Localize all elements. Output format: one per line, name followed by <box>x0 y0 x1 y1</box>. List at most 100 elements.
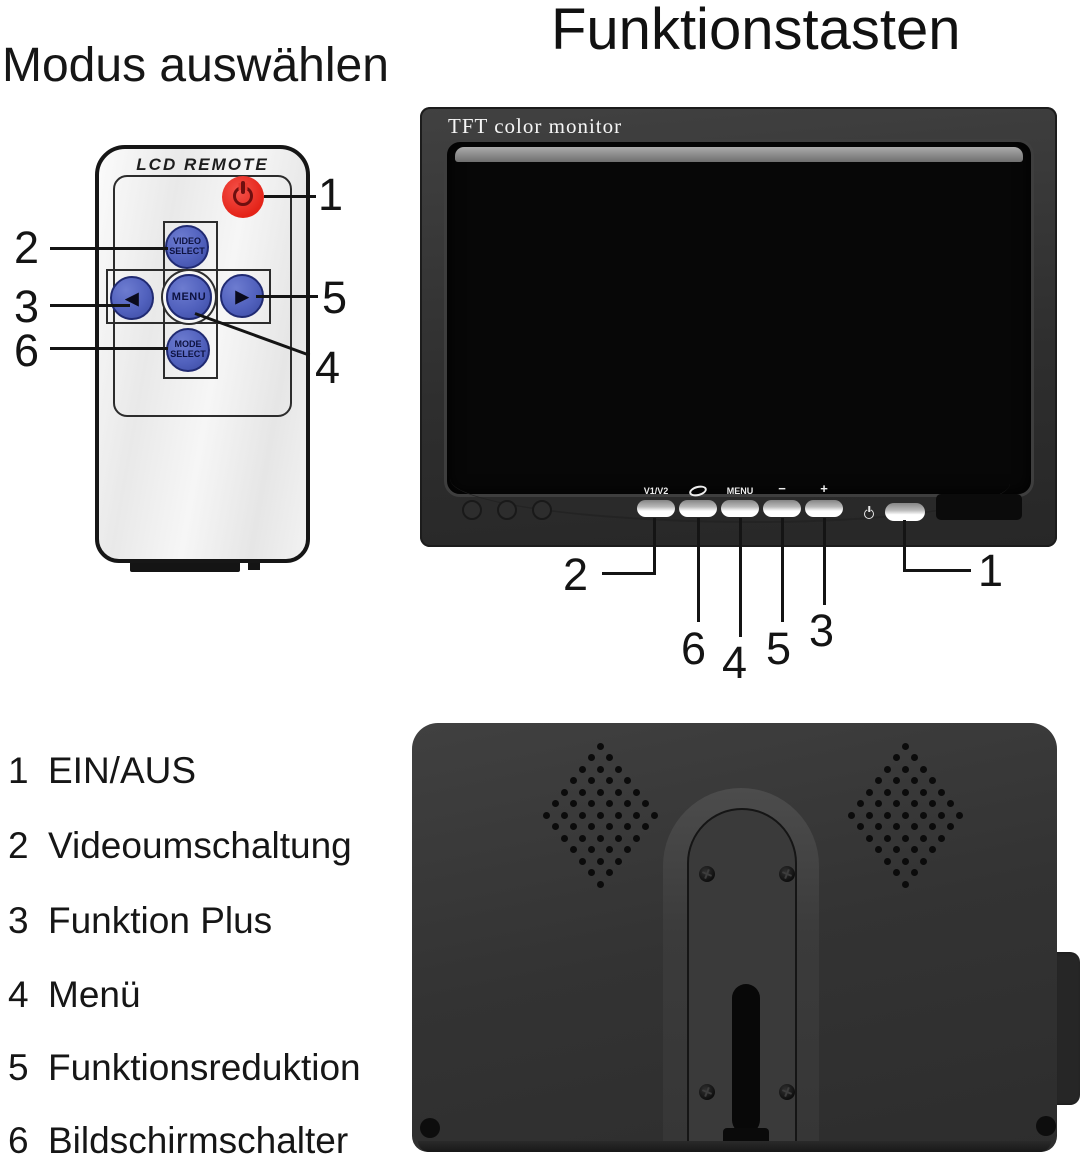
callout-3-remote: 3 <box>14 281 40 332</box>
screw-top-right <box>779 866 795 882</box>
speaker-hole <box>937 834 945 842</box>
screw-bottom-right <box>779 1084 795 1100</box>
speaker-hole <box>928 777 936 784</box>
speaker-hole <box>551 823 559 830</box>
legend-label: EIN/AUS <box>48 750 197 791</box>
bezel-molding-line <box>450 479 1010 523</box>
bezel-circle-3 <box>532 500 552 520</box>
speaker-hole <box>892 800 900 807</box>
legend-num: 2 <box>8 825 29 866</box>
speaker-hole <box>856 800 864 807</box>
legend-num: 1 <box>8 750 29 791</box>
speaker-hole <box>587 869 595 876</box>
right-triangle-icon: ▶ <box>235 286 249 306</box>
screw-hole-bottom-right <box>1036 1116 1056 1136</box>
legend-label: Funktion Plus <box>48 900 273 941</box>
speaker-hole <box>946 800 954 807</box>
speaker-hole <box>874 846 882 853</box>
heading-mode-select: Modus auswählen <box>2 39 389 92</box>
legend-label: Funktionsreduktion <box>48 1047 361 1088</box>
speaker-hole <box>865 834 873 842</box>
callout-2-remote: 2 <box>14 222 40 273</box>
v1v2-button <box>637 500 675 517</box>
speaker-hole <box>901 765 909 773</box>
callout-line-1-monitor <box>903 520 971 572</box>
speaker-hole <box>632 811 640 819</box>
speaker-hole <box>901 742 909 750</box>
speaker-hole <box>883 811 891 819</box>
callout-5-remote: 5 <box>322 272 348 323</box>
speaker-hole <box>614 765 622 773</box>
callout-line-4-monitor <box>739 518 742 637</box>
speaker-hole <box>901 811 909 819</box>
callout-line-2-monitor <box>602 518 656 575</box>
legend-label: Bildschirmschalter <box>48 1120 349 1156</box>
remote-video-select-button: VIDEO SELECT <box>165 225 209 269</box>
menu-button <box>721 500 759 517</box>
speaker-hole <box>587 823 595 830</box>
speaker-hole <box>901 834 909 842</box>
power-icon <box>233 186 253 206</box>
remote-cross-vertical-outline <box>163 221 218 379</box>
speaker-hole <box>910 823 918 830</box>
remote-mode-select-button: MODE SELECT <box>166 328 210 372</box>
speaker-hole <box>901 857 909 865</box>
power-button <box>885 503 925 521</box>
minus-button <box>763 500 801 517</box>
left-triangle-icon: ◀ <box>125 288 139 308</box>
speaker-hole <box>919 765 927 773</box>
legend-item-1: 1 EIN/AUS <box>8 750 196 792</box>
speaker-hole <box>910 754 918 761</box>
callout-4-monitor: 4 <box>722 637 748 688</box>
plus-button-label: + <box>820 481 828 496</box>
speaker-hole <box>892 823 900 830</box>
speaker-hole <box>560 811 568 819</box>
speaker-hole <box>883 788 891 796</box>
callout-line-3-remote <box>50 304 130 307</box>
speaker-hole <box>569 823 577 830</box>
speaker-hole <box>874 777 882 784</box>
speaker-hole <box>542 811 550 819</box>
speaker-hole <box>928 846 936 853</box>
speaker-hole <box>874 800 882 807</box>
speaker-hole <box>901 788 909 796</box>
speaker-hole <box>614 857 622 865</box>
monitor-brand: TFT color monitor <box>448 114 623 138</box>
remote-title: LCD REMOTE <box>136 155 269 174</box>
callout-3-monitor: 3 <box>809 605 835 656</box>
speaker-hole <box>578 834 586 842</box>
speaker-hole <box>596 880 604 888</box>
speaker-hole <box>955 811 963 819</box>
bracket-slot <box>732 984 760 1134</box>
speaker-hole <box>614 788 622 796</box>
v1v2-button-label: V1/V2 <box>643 486 669 496</box>
speaker-hole <box>910 846 918 853</box>
video-select-label-2: SELECT <box>169 246 205 256</box>
speaker-hole <box>632 834 640 842</box>
monitor-back-view <box>412 723 1057 1152</box>
speaker-hole <box>569 846 577 853</box>
callout-line-3-monitor <box>823 518 826 605</box>
legend-num: 3 <box>8 900 29 941</box>
monitor-front-view: TFT color monitor V1/V2 MENU − + <box>420 107 1057 547</box>
speaker-hole <box>901 880 909 888</box>
heading-function-keys: Funktionstasten <box>551 0 961 62</box>
screw-top-left <box>699 866 715 882</box>
speaker-hole <box>928 823 936 830</box>
minus-button-label: − <box>778 481 786 496</box>
bezel-circle-1 <box>462 500 482 520</box>
speaker-hole <box>587 777 595 784</box>
speaker-hole <box>623 800 631 807</box>
legend-label: Menü <box>48 974 141 1015</box>
speaker-hole <box>569 800 577 807</box>
speaker-hole <box>596 765 604 773</box>
speaker-hole <box>883 857 891 865</box>
speaker-hole <box>892 754 900 761</box>
speaker-hole <box>919 857 927 865</box>
speaker-hole <box>623 846 631 853</box>
back-bottom-edge <box>418 1141 1051 1152</box>
